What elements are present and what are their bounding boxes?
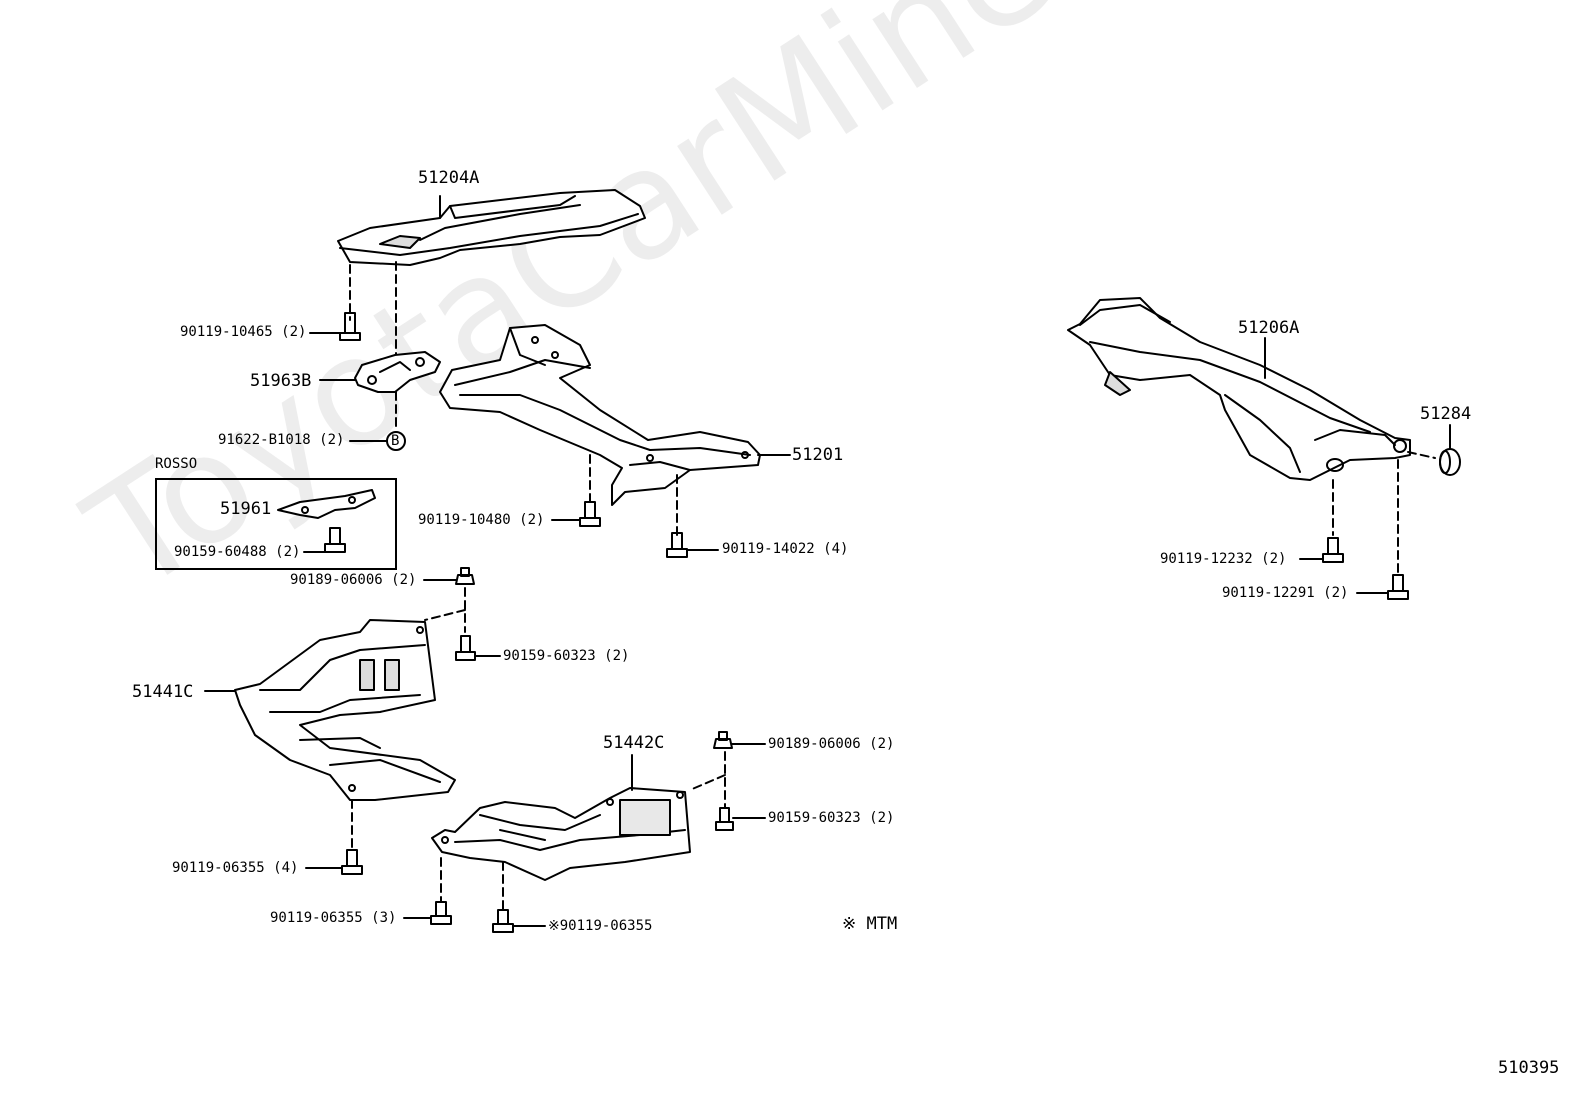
bolt-icon — [341, 849, 363, 875]
fastener-label: 90119-10465 (2) — [180, 324, 307, 340]
clip-icon — [455, 567, 475, 585]
bolt-icon — [324, 527, 346, 553]
fastener-label: ※90119-06355 — [548, 918, 653, 934]
part-label-51201: 51201 — [792, 445, 844, 465]
fastener-label: 90159-60488 (2) — [174, 544, 301, 560]
rosso-box-title: ROSSO — [155, 456, 198, 472]
part-label-51206A: 51206A — [1238, 318, 1300, 338]
undercover-51442C — [431, 787, 691, 881]
cap-51284 — [1439, 448, 1461, 476]
fastener-label: 90119-06355 (4) — [172, 860, 299, 876]
legend-note: ※ MTM — [842, 914, 898, 934]
bracket-51963B — [354, 351, 441, 393]
leader-line — [1407, 451, 1436, 459]
fastener-label: 90119-12291 (2) — [1222, 585, 1349, 601]
fastener-label: 90159-60323 (2) — [768, 810, 895, 826]
bolt-icon — [579, 501, 601, 527]
undercover-51441C — [234, 619, 456, 801]
fastener-label: 90119-14022 (4) — [722, 541, 849, 557]
bolt-icon — [715, 807, 734, 831]
bolt-icon — [666, 532, 688, 558]
bolt-icon — [1322, 537, 1344, 563]
fastener-label: 90119-10480 (2) — [418, 512, 545, 528]
fastener-label: 90189-06006 (2) — [768, 736, 895, 752]
diagram-id: 510395 — [1498, 1058, 1560, 1078]
clip-icon — [713, 731, 733, 749]
part-label-51441C: 51441C — [132, 682, 194, 702]
crossmember-51201 — [439, 324, 761, 506]
fastener-label: 90159-60323 (2) — [503, 648, 630, 664]
part-label-51284: 51284 — [1420, 404, 1472, 424]
crossmember-51204A — [337, 189, 646, 266]
bolt-icon — [492, 909, 514, 933]
bracket-51961 — [277, 489, 376, 519]
part-label-51961: 51961 — [220, 499, 272, 519]
fastener-label: 91622-B1018 (2) — [218, 432, 345, 448]
bolt-icon — [455, 635, 476, 661]
rosso-variant-box — [155, 478, 397, 570]
bolt-icon — [339, 312, 361, 341]
bolt-icon — [430, 901, 452, 925]
part-label-51963B: 51963B — [250, 371, 312, 391]
leader-line — [424, 609, 466, 621]
part-label-51442C: 51442C — [603, 733, 665, 753]
fastener-label: 90119-12232 (2) — [1160, 551, 1287, 567]
crossmember-51206A — [1067, 297, 1411, 481]
fastener-label: 90119-06355 (3) — [270, 910, 397, 926]
callout-letter: B — [391, 433, 400, 449]
part-label-51204A: 51204A — [418, 168, 480, 188]
fastener-label: 90189-06006 (2) — [290, 572, 417, 588]
leader-line — [689, 774, 726, 791]
bolt-icon — [1387, 574, 1409, 600]
